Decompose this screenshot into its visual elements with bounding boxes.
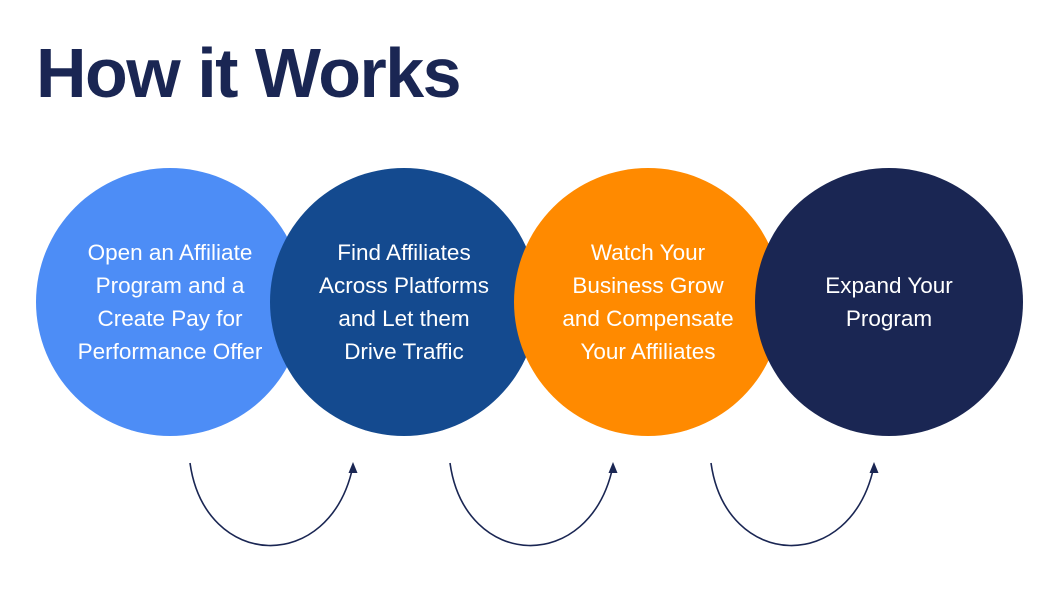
curved-arrow-icon bbox=[449, 462, 618, 547]
curved-arrow-icon bbox=[189, 462, 358, 547]
step-2-label: Find Affiliates Across Platforms and Let… bbox=[318, 240, 490, 364]
step-1-circle: Open an Affiliate Program and a Create P… bbox=[36, 168, 304, 436]
curved-arrow-icon bbox=[710, 462, 879, 547]
step-1-label: Open an Affiliate Program and a Create P… bbox=[77, 240, 263, 364]
step-3-circle: Watch Your Business Grow and Compensate … bbox=[514, 168, 782, 436]
step-3-label: Watch Your Business Grow and Compensate … bbox=[562, 240, 734, 364]
step-4-label: Expand Your Program bbox=[825, 273, 953, 331]
step-2-circle: Find Affiliates Across Platforms and Let… bbox=[270, 168, 538, 436]
step-4-circle: Expand Your Program bbox=[755, 168, 1023, 436]
page-title: How it Works bbox=[36, 34, 462, 112]
